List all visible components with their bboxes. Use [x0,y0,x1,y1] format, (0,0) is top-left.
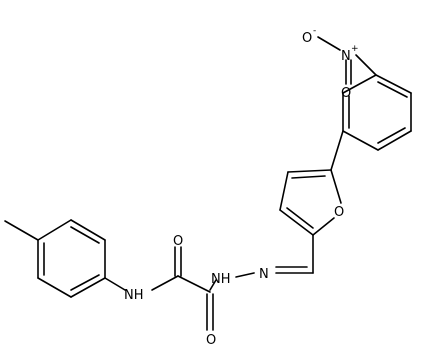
atom-o-nitro-top-charge: - [313,26,316,36]
atom-n-imine: N [259,267,269,282]
atom-nh-amide: NH [124,288,144,303]
bond-ph3 [377,130,412,151]
bond-to5 [37,277,72,298]
bond-fu-c5-c4-inner [291,175,326,179]
bond-ph-furan [330,130,344,171]
atom-o-furan: O [334,205,344,220]
bond-ph3-inner [377,127,406,144]
bond-ph6 [342,74,377,94]
bond-ph1-inner [377,81,408,98]
bond-to6-inner [70,274,100,291]
bond-ph4 [342,130,379,151]
bond-fu-c4-c3 [279,171,289,211]
bond-c-c [177,275,211,293]
atom-o-carbonyl-right: O [206,333,216,347]
bond-to2 [70,219,106,241]
bond-n-ring [355,54,377,76]
bond-fu-c2-o [312,217,335,236]
bond-to3 [37,219,72,241]
bond-c-nh-amide [151,275,179,291]
atom-o-carbonyl-left: O [173,234,183,249]
bond-fu-c3-c2-inner [286,207,314,229]
bond-n-nh [235,272,255,278]
bond-fu-c5-c4 [287,169,332,173]
atom-nh-hydrazide: NH [211,272,231,287]
bond-nh-ring [104,277,126,291]
atom-o-nitro-down: O [341,86,351,101]
bond-otop-n [317,36,341,51]
atom-n-nitro: N [341,49,351,64]
bond-fu-c3-c2 [279,209,314,236]
bond-to6 [70,277,106,298]
bond-to2-inner [70,226,100,244]
atom-n-nitro-charge: + [351,44,359,54]
bond-methyl [4,220,39,241]
atom-o-nitro-top: O [302,31,312,46]
bond-ph1 [375,74,412,94]
bond-nh-c [209,279,217,291]
bond-fu-o-c5 [330,169,342,204]
